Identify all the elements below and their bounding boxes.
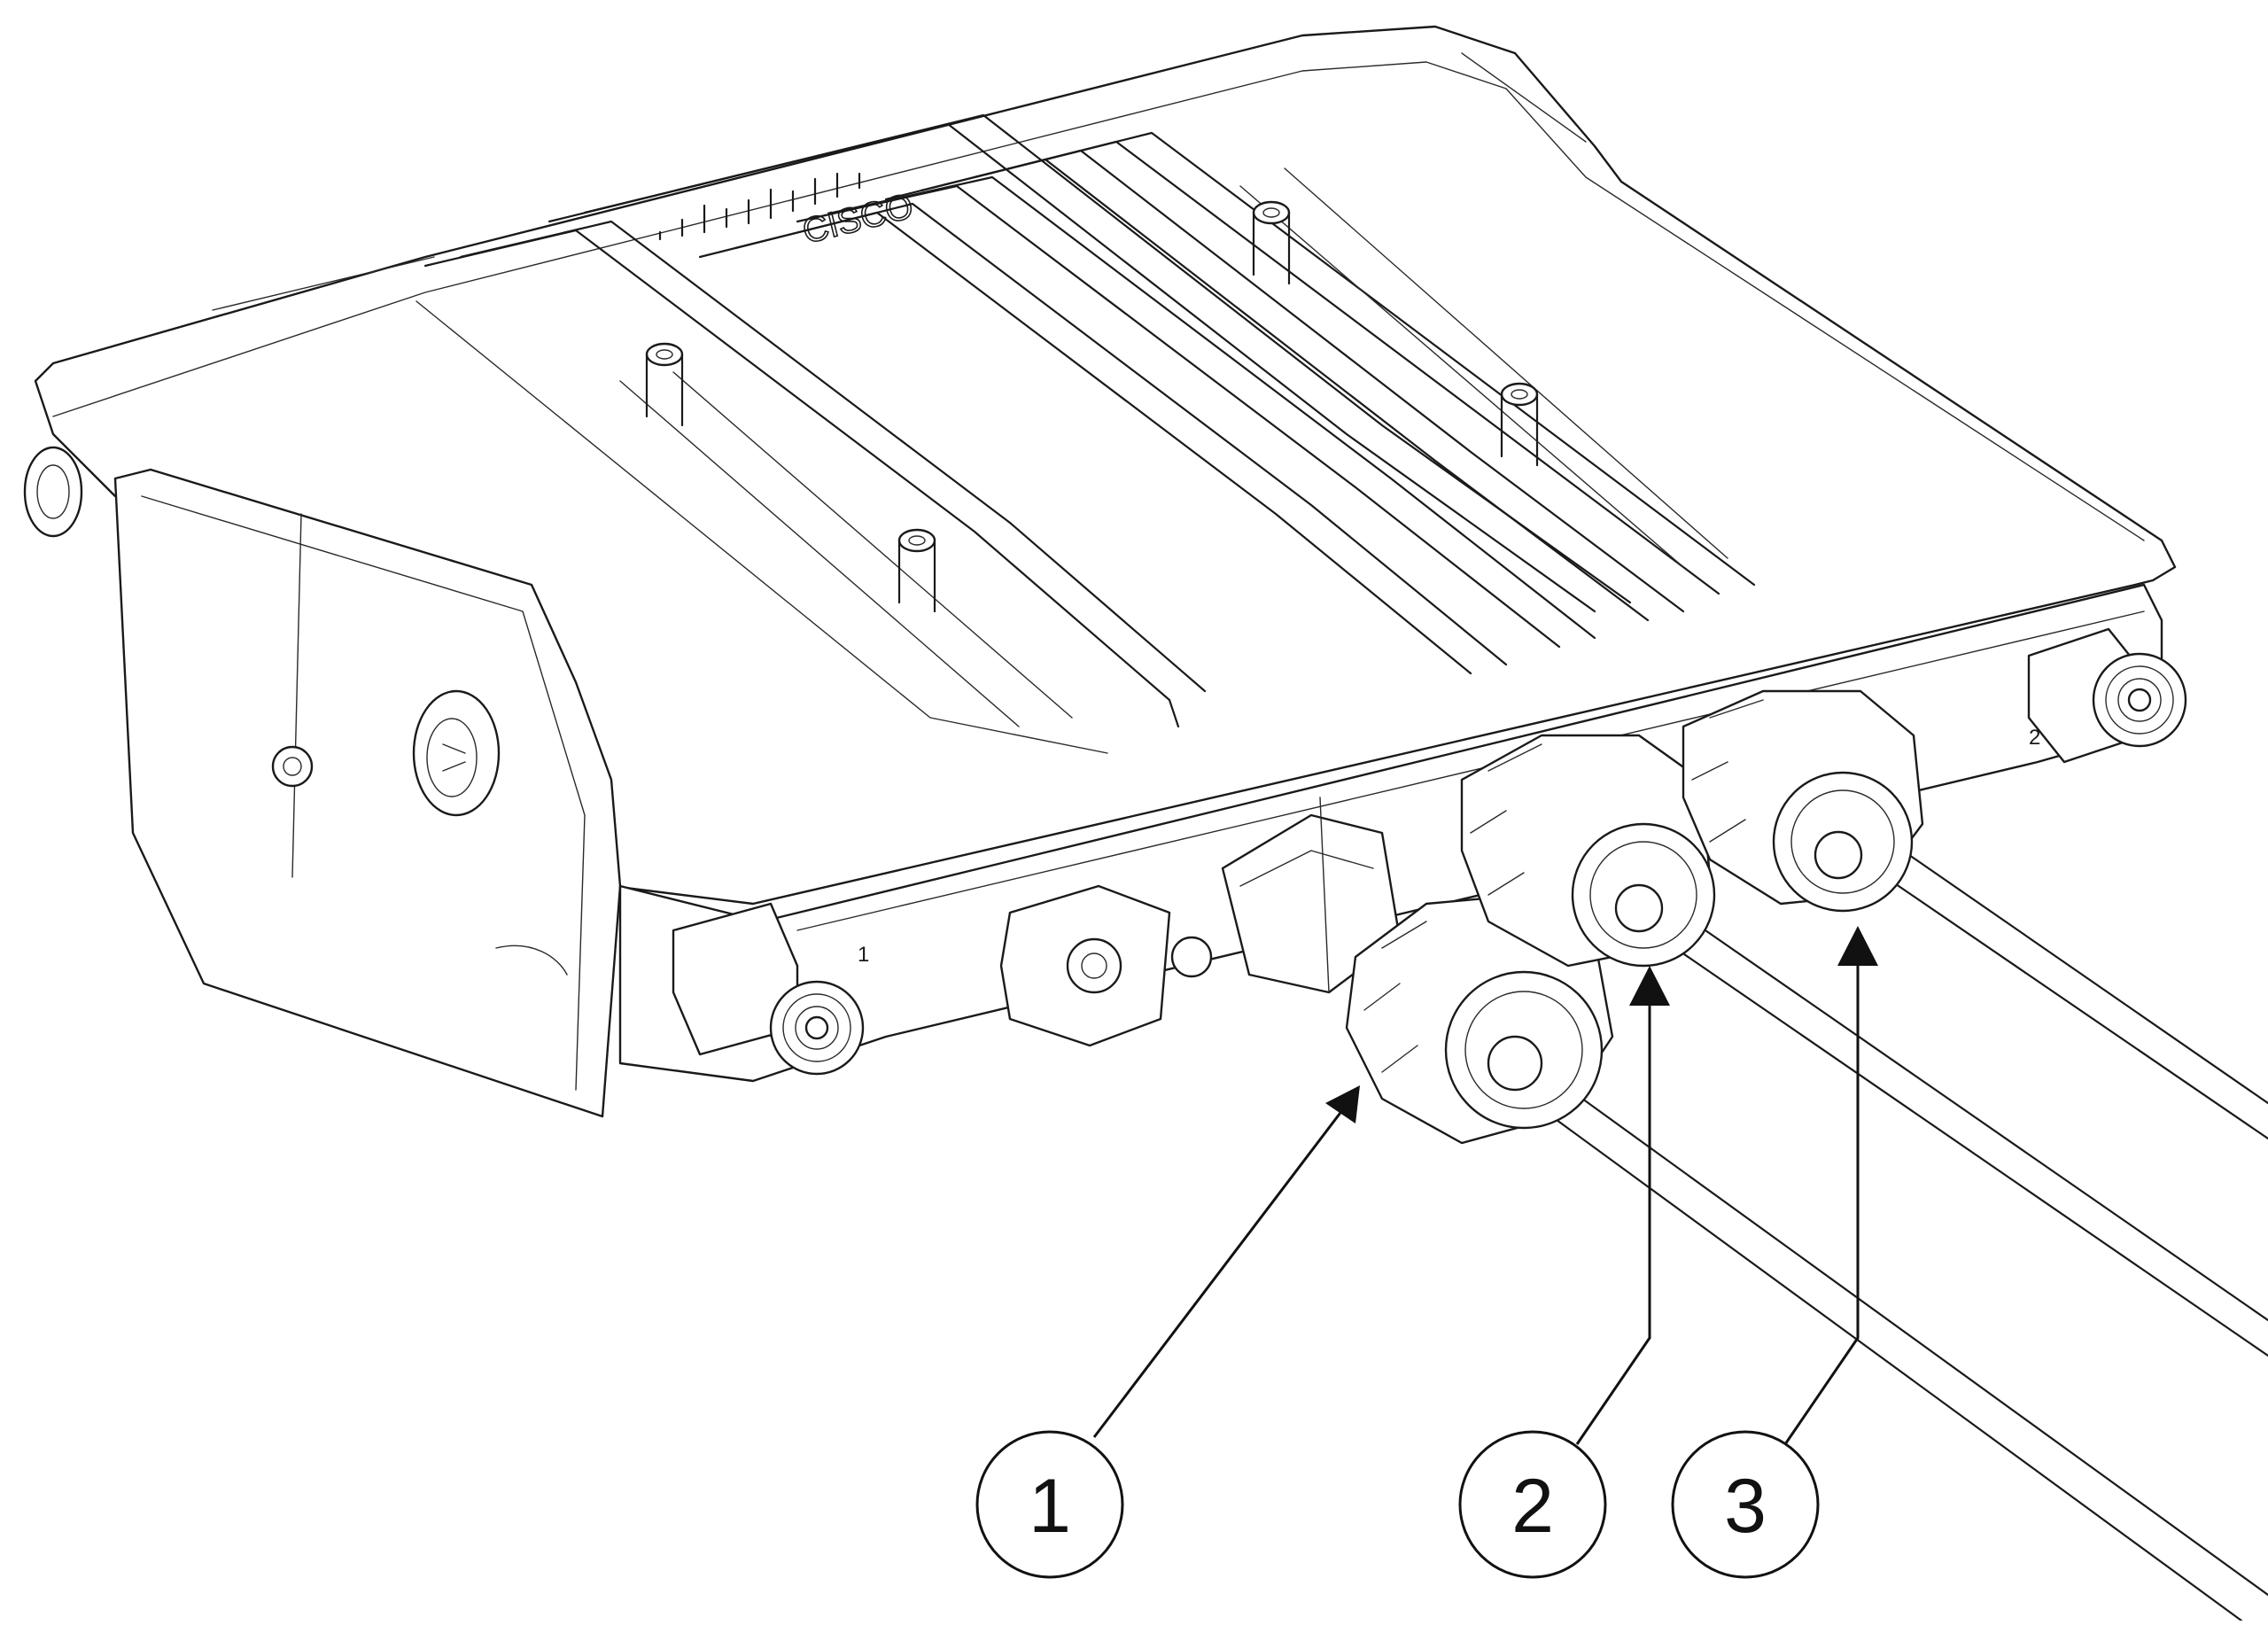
callout-2: 2 — [1458, 966, 1670, 1579]
cable-gland-1 — [1345, 893, 1614, 1145]
cable-1 — [1495, 1075, 2243, 1622]
hex-plug — [999, 884, 1213, 1047]
callout-2-label: 2 — [1511, 1464, 1554, 1549]
antenna-connector-1: 1 — [672, 902, 869, 1076]
cable-3 — [1832, 840, 2268, 1140]
callout-1-circle — [975, 1430, 1124, 1579]
cooling-fins — [416, 113, 1756, 754]
antenna-port-label-1: 1 — [858, 943, 869, 967]
callout-3-circle — [1671, 1430, 1820, 1579]
callout-1-label: 1 — [1029, 1464, 1071, 1549]
callout-2-circle — [1458, 1430, 1607, 1579]
left-side-panel — [23, 446, 622, 1118]
cables — [1495, 813, 2268, 1622]
mounting-bosses — [645, 200, 1539, 613]
cable-2 — [1628, 915, 2268, 1357]
callout-3-label: 3 — [1724, 1464, 1767, 1549]
antenna-port-label-2: 2 — [2029, 726, 2040, 750]
antenna-connector-2: 2 — [2027, 627, 2187, 764]
callout-1: 1 — [975, 1085, 1360, 1579]
cable-gland-2 — [1460, 734, 1716, 968]
cable-gland-3 — [1682, 689, 1924, 913]
callout-3: 3 — [1671, 926, 1878, 1579]
